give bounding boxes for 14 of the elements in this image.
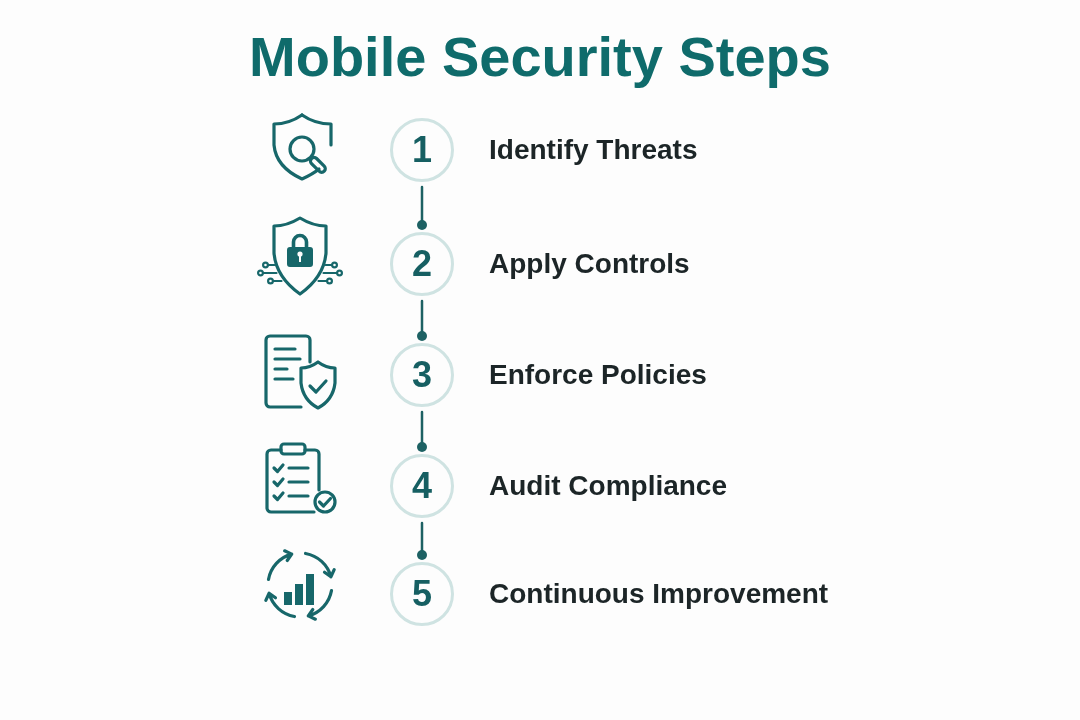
step-label: Continuous Improvement xyxy=(489,577,829,611)
step-label: Identify Threats xyxy=(489,133,698,167)
step-number: 1 xyxy=(412,132,432,168)
step-label: Apply Controls xyxy=(489,247,690,281)
step-number: 2 xyxy=(412,246,432,282)
connector-line xyxy=(417,299,427,341)
step-number: 3 xyxy=(412,357,432,393)
step-label: Audit Compliance xyxy=(489,469,727,503)
connector-line xyxy=(417,410,427,452)
step-number: 4 xyxy=(412,468,432,504)
connector-line xyxy=(417,185,427,230)
connector-line xyxy=(417,521,427,560)
step-number: 5 xyxy=(412,576,432,612)
step-label: Enforce Policies xyxy=(489,358,707,392)
